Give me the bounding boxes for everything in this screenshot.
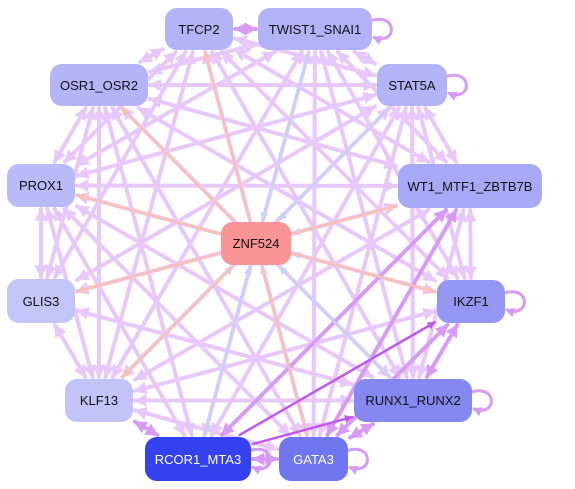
edge-klf13-glis3 (52, 323, 88, 379)
node-label: RCOR1_MTA3 (154, 451, 242, 467)
edge-klf13-rcor1 (133, 419, 160, 437)
node-glis3: GLIS3 (7, 279, 75, 323)
self-loop-gata3 (345, 447, 369, 475)
edge-rcor1-znf524 (203, 265, 252, 437)
node-ikzf1: IKZF1 (437, 280, 505, 323)
node-tfcp2: TFCP2 (165, 8, 233, 50)
edge-twist1-stat5a (352, 50, 377, 66)
node-twist1-snai1: TWIST1_SNAI1 (258, 8, 372, 50)
edge-rcor1-runx1 (251, 415, 354, 446)
node-label: STAT5A (388, 77, 436, 93)
node-label: TWIST1_SNAI1 (268, 21, 362, 37)
node-prox1: PROX1 (7, 164, 75, 207)
node-label: IKZF1 (453, 294, 489, 309)
node-rcor1-mta3: RCOR1_MTA3 (145, 437, 251, 481)
edge-znf524-ikzf1 (291, 252, 437, 294)
edge-runx1-gata3 (348, 422, 376, 440)
node-label: WT1_MTF1_ZBTB7B (407, 178, 533, 194)
node-label: RUNX1_RUNX2 (365, 393, 461, 408)
node-label: TFCP2 (178, 21, 220, 37)
node-stat5a: STAT5A (377, 64, 447, 106)
edge-znf524-glis3 (75, 252, 221, 294)
node-label: OSR1_OSR2 (59, 77, 139, 93)
self-loop-stat5a (444, 73, 468, 101)
edge-znf524-prox1 (75, 193, 221, 235)
node-klf13: KLF13 (65, 379, 133, 422)
node-label: KLF13 (79, 393, 119, 408)
edge-twist1-znf524 (260, 50, 310, 222)
node-runx1-runx2: RUNX1_RUNX2 (354, 379, 472, 422)
edge-znf524-klf13 (121, 265, 234, 379)
node-label: GATA3 (293, 451, 334, 467)
edge-znf524-tfcp2 (203, 50, 252, 222)
node-gata3: GATA3 (279, 437, 348, 481)
node-label: PROX1 (18, 178, 64, 193)
edge-znf524-gata3 (261, 265, 310, 437)
node-label: GLIS3 (22, 293, 60, 309)
self-loop-rcor1 (248, 447, 272, 475)
node-label: ZNF524 (232, 236, 280, 251)
self-loop-ikzf1 (502, 290, 526, 318)
edge-stat5a-znf524 (277, 106, 391, 222)
edge-znf524-osr1 (120, 106, 234, 222)
edge-znf524-wt1 (291, 203, 398, 235)
edge-rcor1-ikzf1 (238, 321, 437, 437)
edge-tfcp2-osr1 (138, 47, 165, 64)
node-znf524: ZNF524 (221, 222, 291, 265)
self-loop-runx1 (469, 389, 493, 417)
edge-wt1-ikzf1 (463, 208, 478, 280)
node-osr1-osr2: OSR1_OSR2 (50, 64, 148, 106)
self-loop-twist1 (369, 17, 393, 45)
node-wt1-mtf1-zbtb7b: WT1_MTF1_ZBTB7B (398, 164, 542, 208)
